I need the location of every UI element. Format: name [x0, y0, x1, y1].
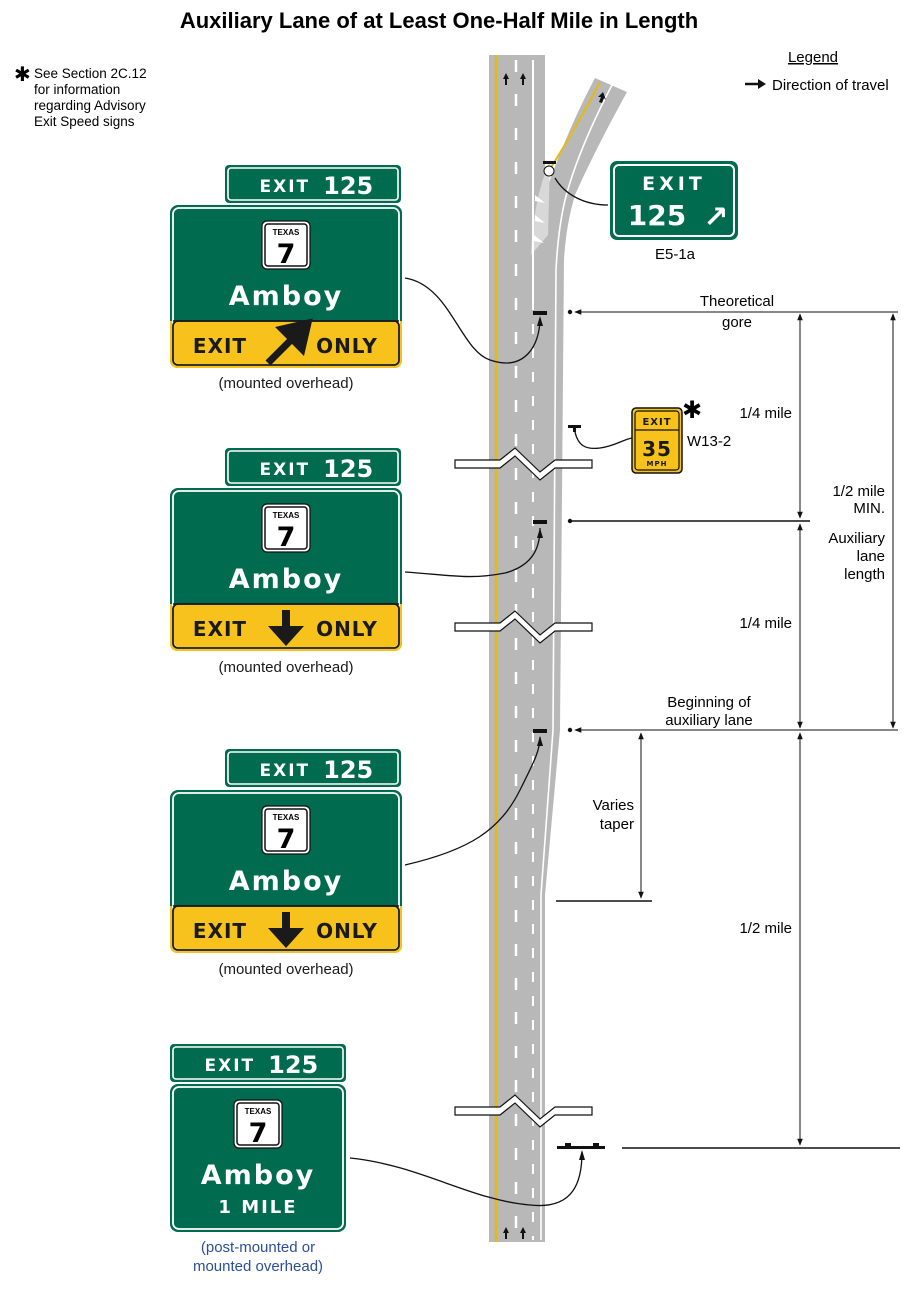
- sign-destination: Amboy: [229, 564, 344, 595]
- ramp-pavement: [531, 78, 627, 1242]
- panel-only-word: ONLY: [316, 919, 378, 943]
- shield-number: 7: [277, 522, 296, 553]
- gore-sign-exit-word: EXIT: [642, 173, 706, 195]
- exit-tab: [225, 448, 401, 486]
- label-theoretical-gore-2: gore: [722, 314, 752, 331]
- label-varies-taper-1: Varies: [593, 797, 634, 814]
- shield-number: 7: [277, 239, 296, 270]
- down-arrow-icon: [268, 610, 304, 646]
- texas-7-shield-icon: [261, 503, 311, 553]
- exit-tab-word: EXIT: [205, 1056, 256, 1076]
- shield-number: 7: [249, 1118, 268, 1149]
- exit-tab: [225, 749, 401, 787]
- up-right-arrow-icon: [265, 318, 313, 366]
- exit-tab: [225, 165, 401, 203]
- label-beginning-aux-1: Beginning of: [667, 694, 751, 711]
- sign-caption: mounted overhead): [193, 1258, 323, 1275]
- texas-7-shield-icon: [261, 220, 311, 270]
- sign-caption: (post-mounted or: [201, 1239, 315, 1256]
- panel-exit-word: EXIT: [193, 334, 247, 358]
- advisory-star: ✱: [682, 397, 702, 424]
- panel-exit-word: EXIT: [193, 919, 247, 943]
- label-varies-taper-2: taper: [600, 816, 634, 833]
- sign-destination: Amboy: [201, 1160, 316, 1191]
- label-aux-lane-1: Auxiliary: [828, 530, 885, 547]
- shield-state: TEXAS: [273, 813, 300, 822]
- advisory-speed: 35: [642, 437, 672, 461]
- label-theoretical-gore-1: Theoretical: [700, 293, 774, 310]
- texas-7-shield-icon: [261, 805, 311, 855]
- exit-tab-word: EXIT: [260, 761, 311, 781]
- roadway: [454, 55, 627, 1242]
- legend: Legend Direction of travel: [745, 49, 889, 94]
- exit-tab: [170, 1044, 346, 1082]
- gore-exit-sign: EXIT 125 ↗ E5-1a: [610, 161, 738, 263]
- panel-exit-word: EXIT: [193, 617, 247, 641]
- footnote: ✱ See Section 2C.12 for information rega…: [14, 64, 147, 129]
- shield-state: TEXAS: [273, 511, 300, 520]
- sign-distance: 1 MILE: [218, 1197, 297, 1218]
- advisory-exit-word: EXIT: [642, 417, 671, 428]
- label-half-mile: 1/2 mile: [739, 920, 792, 937]
- down-arrow-icon: [268, 912, 304, 948]
- overhead-sign-markers: [533, 161, 605, 1149]
- sign-main-panel: [170, 1084, 346, 1232]
- exit-tab-number: 125: [323, 756, 373, 784]
- footnote-star: ✱: [14, 64, 31, 86]
- legend-direction-label: Direction of travel: [772, 77, 889, 94]
- label-quarter-mile-2: 1/4 mile: [739, 615, 792, 632]
- sign-caption: (mounted overhead): [218, 659, 353, 676]
- gore-sign-number: 125: [628, 199, 686, 232]
- exit-tab-number: 125: [323, 172, 373, 200]
- footnote-line-3: regarding Advisory: [34, 98, 146, 113]
- leader-lines: [349, 177, 633, 1207]
- exit-tab-number: 125: [323, 455, 373, 483]
- advisory-sign-code: W13-2: [687, 433, 731, 450]
- sign-caption: (mounted overhead): [218, 375, 353, 392]
- panel-only-word: ONLY: [316, 617, 378, 641]
- up-right-arrow-icon: ↗: [703, 200, 728, 235]
- label-quarter-mile-1: 1/4 mile: [739, 405, 792, 422]
- texas-7-shield-icon: [233, 1099, 283, 1149]
- shield-number: 7: [277, 824, 296, 855]
- direction-arrow-icon: [758, 79, 766, 89]
- footnote-line-2: for information: [34, 82, 120, 97]
- distance-break-3: [454, 1094, 593, 1128]
- distance-break-1: [454, 447, 593, 481]
- label-aux-lane-2: lane: [857, 548, 885, 565]
- dimensions: Theoretical gore 1/4 mile 1/4 mile 1/2 m…: [556, 293, 900, 1149]
- aux-lane-edge: [540, 84, 613, 1240]
- exit-tab-number: 125: [268, 1051, 318, 1079]
- diagram-title: Auxiliary Lane of at Least One-Half Mile…: [180, 8, 698, 33]
- distance-break-2: [454, 610, 593, 644]
- sign-destination: Amboy: [229, 281, 344, 312]
- footnote-line-1: See Section 2C.12: [34, 66, 147, 81]
- shield-state: TEXAS: [273, 228, 300, 237]
- advisory-speed-sign: EXIT 35 MPH ✱ W13-2: [631, 397, 731, 474]
- panel-only-word: ONLY: [316, 334, 378, 358]
- label-beginning-aux-2: auxiliary lane: [665, 712, 753, 729]
- legend-title: Legend: [788, 49, 838, 66]
- label-half-mile-min-1: 1/2 mile: [832, 483, 885, 500]
- footnote-line-4: Exit Speed signs: [34, 114, 135, 129]
- exit-tab-word: EXIT: [260, 460, 311, 480]
- sign-caption: (mounted overhead): [218, 961, 353, 978]
- exit-tab-word: EXIT: [260, 177, 311, 197]
- label-aux-lane-3: length: [844, 566, 885, 583]
- gore-sign-code: E5-1a: [655, 246, 696, 263]
- shield-state: TEXAS: [245, 1107, 272, 1116]
- travel-arrows: [503, 73, 606, 1239]
- label-half-mile-min-2: MIN.: [853, 500, 885, 517]
- sign-destination: Amboy: [229, 866, 344, 897]
- advisory-unit: MPH: [647, 460, 668, 468]
